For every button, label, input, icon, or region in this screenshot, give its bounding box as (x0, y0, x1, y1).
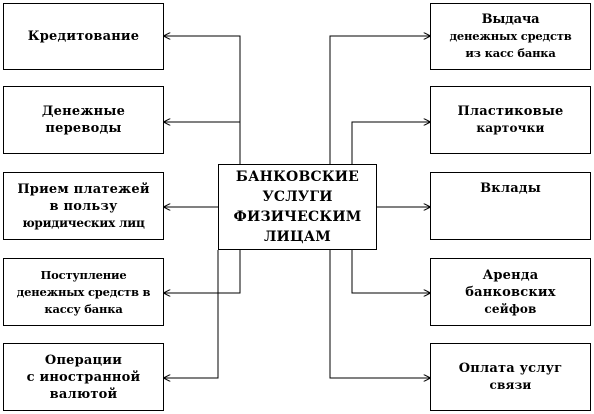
right-box-5-line-2: связи (489, 378, 532, 392)
right-box-1-line-2: денежных средств (449, 29, 572, 43)
left-box-postuplenie: Поступление денежных средств в кассу бан… (3, 258, 164, 326)
right-box-vydacha: Выдача денежных средств из касс банка (430, 3, 591, 70)
right-box-4-line-3: сейфов (484, 301, 537, 316)
left-box-2-line-2: переводы (45, 121, 122, 136)
right-box-vklady: Вклады (430, 172, 591, 240)
left-box-denezhnye-perevody: Денежные переводы (3, 86, 164, 154)
left-box-operacii-valuta: Операции с иностранной валютой (3, 343, 164, 411)
left-box-priem-platezhei: Прием платежей в пользу юридических лиц (3, 172, 164, 240)
center-box-bankovskie-uslugi: БАНКОВСКИЕ УСЛУГИ ФИЗИЧЕСКИМ ЛИЦАМ (218, 164, 377, 250)
center-line-1: БАНКОВСКИЕ (235, 169, 360, 185)
left-box-2-line-1: Денежные (41, 104, 126, 119)
connector-to-vydacha (329, 36, 430, 164)
left-box-3-line-2: в пользу (49, 198, 118, 214)
left-box-4-line-3: кассу банка (44, 301, 123, 316)
left-box-kreditovanie: Кредитование (3, 3, 164, 70)
left-box-5-line-2: с иностранной (26, 369, 141, 385)
left-box-5-line-3: валютой (49, 386, 118, 402)
right-box-2-line-2: карточки (476, 121, 545, 135)
right-box-5-line-1: Оплата услуг (458, 361, 563, 376)
connector-to-operacii-valuta (164, 250, 219, 378)
connector-to-postuplenie (164, 250, 241, 293)
left-box-4-line-1: Поступление (40, 267, 127, 282)
right-box-3-line-1: Вклады (480, 181, 541, 196)
left-box-1-line-1: Кредитование (27, 29, 140, 44)
right-box-4-line-1: Аренда (482, 267, 539, 283)
left-box-4-line-2: денежных средств в (16, 284, 151, 299)
connector-to-plastikovye (351, 122, 430, 164)
right-box-4-line-2: банковских (465, 284, 556, 300)
right-box-plastikovye-kartochki: Пластиковые карточки (430, 86, 591, 154)
center-line-2: УСЛУГИ (262, 189, 333, 205)
left-box-3-line-3: юридических лиц (22, 215, 145, 230)
connector-to-denezhnye-perevody (164, 122, 241, 164)
left-box-5-line-1: Операции (44, 352, 123, 368)
left-box-3-line-1: Прием платежей (17, 181, 150, 197)
center-line-4: ЛИЦАМ (263, 229, 332, 245)
right-box-1-line-1: Выдача (481, 12, 540, 27)
right-box-1-line-3: из касс банка (465, 46, 556, 60)
connector-to-kreditovanie (164, 36, 241, 164)
center-line-3: ФИЗИЧЕСКИМ (233, 209, 362, 225)
connector-to-oplata (329, 250, 430, 378)
right-box-2-line-1: Пластиковые (457, 104, 564, 119)
right-box-arenda-seifov: Аренда банковских сейфов (430, 258, 591, 326)
connector-to-arenda (351, 250, 430, 293)
right-box-oplata-svyazi: Оплата услуг связи (430, 343, 591, 411)
